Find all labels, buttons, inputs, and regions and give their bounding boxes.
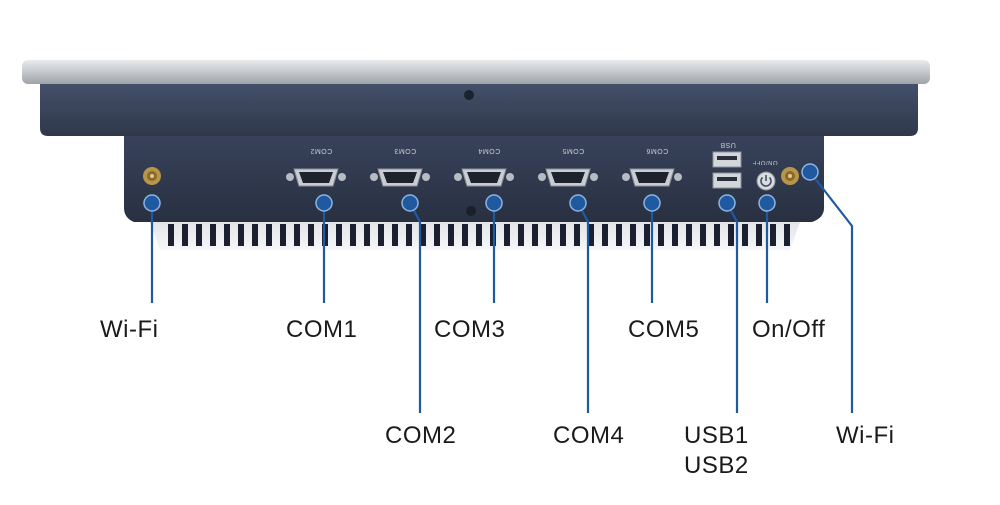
callout-com4 <box>569 194 590 413</box>
heatsink-fin <box>420 224 426 246</box>
heatsink-fin <box>434 224 440 246</box>
silk-com2: COM2 <box>310 147 333 154</box>
usb-port-icon <box>712 151 742 168</box>
heatsink-fin <box>168 224 174 246</box>
callout-wifi-right <box>801 163 854 413</box>
heatsink-fin <box>196 224 202 246</box>
label-com3: COM3 <box>434 316 506 343</box>
heatsink-fin <box>532 224 538 246</box>
heatsink-fin <box>700 224 706 246</box>
silk-com6: COM6 <box>646 147 669 154</box>
heatsink-fin <box>672 224 678 246</box>
silk-on-off: ON/OFF <box>752 159 778 165</box>
label-com4: COM4 <box>553 422 625 449</box>
label-com2: COM2 <box>385 422 457 449</box>
silk-com5: COM5 <box>562 147 585 154</box>
label-usb2: USB2 <box>684 452 749 479</box>
heatsink-fin <box>224 224 230 246</box>
heatsink-fin <box>518 224 524 246</box>
label-com5: COM5 <box>628 316 700 343</box>
silk-usb: USB <box>720 141 736 148</box>
heatsink-fin <box>182 224 188 246</box>
label-com1: COM1 <box>286 316 358 343</box>
serial-port-icon <box>622 168 682 187</box>
silk-com3: COM3 <box>394 147 417 154</box>
serial-port-icon <box>286 168 346 187</box>
heatsink-fin <box>238 224 244 246</box>
rear-housing <box>40 84 918 136</box>
heatsink-fin <box>770 224 776 246</box>
heatsink-fin <box>756 224 762 246</box>
heatsink-fin <box>210 224 216 246</box>
heatsink-fin <box>308 224 314 246</box>
heatsink-fin <box>392 224 398 246</box>
callout-com3 <box>485 194 503 303</box>
io-ports <box>143 151 799 191</box>
screw-top <box>464 90 474 100</box>
callout-com1 <box>315 194 333 303</box>
heatsink-fin <box>252 224 258 246</box>
serial-port-icon <box>370 168 430 187</box>
heatsink-fin <box>546 224 552 246</box>
callout-wifi-left <box>143 194 161 303</box>
heatsink-fin <box>686 224 692 246</box>
heatsink-fin <box>728 224 734 246</box>
heatsink-fin <box>462 224 468 246</box>
heatsink-fin <box>742 224 748 246</box>
heatsink-fin <box>560 224 566 246</box>
callout-com5 <box>643 194 661 303</box>
heatsink-fin <box>476 224 482 246</box>
serial-port-icon <box>538 168 598 187</box>
wifi-antenna-left-icon <box>143 167 161 185</box>
power-button-icon <box>756 171 776 191</box>
usb-port-icon <box>712 172 742 189</box>
heatsink-fin <box>644 224 650 246</box>
heatsink-fin <box>602 224 608 246</box>
screw-middle <box>466 206 476 216</box>
heatsink-fin <box>504 224 510 246</box>
label-on-off: On/Off <box>752 316 826 343</box>
heatsink-fin <box>406 224 412 246</box>
heatsink-fin <box>364 224 370 246</box>
wifi-antenna-right-icon <box>781 167 799 185</box>
heatsink-fin <box>350 224 356 246</box>
heatsink-fin <box>574 224 580 246</box>
heatsink-fin <box>784 224 790 246</box>
silk-com4: COM4 <box>478 147 501 154</box>
callout-lines <box>143 163 854 413</box>
label-usb1: USB1 <box>684 422 749 449</box>
heatsink-fin <box>448 224 454 246</box>
heatsink-fin <box>280 224 286 246</box>
heatsink-fin <box>630 224 636 246</box>
heatsink-fin <box>378 224 384 246</box>
heatsink-fin <box>616 224 622 246</box>
serial-port-icon <box>454 168 514 187</box>
heatsink-fin <box>714 224 720 246</box>
label-wifi-left: Wi-Fi <box>100 316 159 343</box>
heatsink-fin <box>588 224 594 246</box>
label-wifi-right: Wi-Fi <box>836 422 895 449</box>
callout-usb <box>718 194 739 413</box>
callout-on-off <box>758 194 776 303</box>
heatsink-fin <box>658 224 664 246</box>
heatsink-fin <box>294 224 300 246</box>
heatsink-fin <box>336 224 342 246</box>
heatsink-fin <box>266 224 272 246</box>
front-bezel <box>22 60 930 84</box>
callout-com2 <box>401 194 422 413</box>
